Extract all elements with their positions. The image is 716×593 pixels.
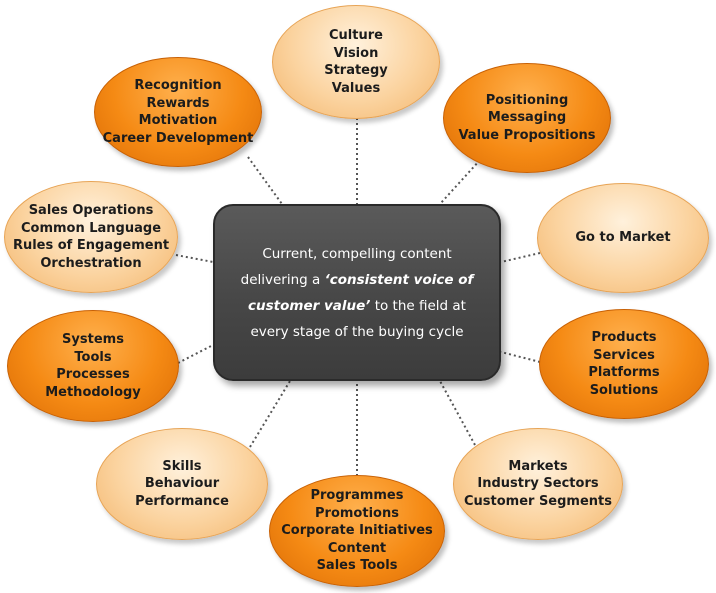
node-label: Systems <box>62 332 124 347</box>
node-label: Career Development <box>102 130 254 146</box>
node-markets-text: Markets Industry Sectors Customer Segmen… <box>464 458 612 511</box>
center-text-segment: Current, compelling content <box>262 245 452 262</box>
connector-systems <box>177 344 214 364</box>
node-label: Value Propositions <box>458 127 596 143</box>
center-line-3: customer value’ to the field at <box>223 293 491 319</box>
node-label: Performance <box>135 493 229 509</box>
node-recognition: Recognition Rewards Motivation Career De… <box>94 57 262 167</box>
node-label: Behaviour <box>144 476 220 492</box>
node-label: Programmes <box>310 488 404 504</box>
node-label: Industry Sectors <box>477 476 599 492</box>
node-go-to-market: Go to Market <box>537 183 709 293</box>
center-text-segment: to the field at <box>370 297 466 314</box>
node-label: Products <box>591 330 657 345</box>
center-message-box: Current, compelling content delivering a… <box>213 204 501 381</box>
center-text-segment: delivering a <box>240 271 325 288</box>
node-label: Messaging <box>487 110 567 126</box>
connector-skills <box>249 380 291 448</box>
node-positioning-text: Positioning Messaging Value Propositions <box>458 92 595 145</box>
node-products-text: Products Services Platforms Solutions <box>588 329 659 399</box>
connector-positioning <box>439 159 481 205</box>
connector-products <box>500 351 541 363</box>
node-label: Services <box>593 347 655 363</box>
node-label: Rewards <box>146 95 210 111</box>
node-label: Rules of Engagement <box>12 238 170 253</box>
node-label: Common Language <box>20 220 162 236</box>
center-emphasis: ‘consistent voice of <box>324 271 474 288</box>
node-label: Content <box>327 540 387 556</box>
node-label: Strategy <box>324 63 388 78</box>
node-systems: Systems Tools Processes Methodology <box>7 310 179 422</box>
node-products: Products Services Platforms Solutions <box>539 309 709 419</box>
node-label: Orchestration <box>40 255 142 271</box>
node-markets: Markets Industry Sectors Customer Segmen… <box>453 428 623 540</box>
node-label: Processes <box>56 367 130 382</box>
node-skills: Skills Behaviour Performance <box>96 428 268 540</box>
node-culture-text: Culture Vision Strategy Values <box>324 27 388 97</box>
node-systems-text: Systems Tools Processes Methodology <box>45 331 141 401</box>
node-go-to-market-text: Go to Market <box>575 229 670 247</box>
node-label: Sales Tools <box>316 558 398 574</box>
node-label: Skills <box>162 458 202 474</box>
center-line-2: delivering a ‘consistent voice of <box>223 267 491 293</box>
node-label: Markets <box>508 458 568 474</box>
node-positioning: Positioning Messaging Value Propositions <box>443 63 611 173</box>
node-label: Vision <box>333 45 379 61</box>
node-sales-ops-text: Sales Operations Common Language Rules o… <box>13 202 169 272</box>
node-programmes: Programmes Promotions Corporate Initiati… <box>269 475 445 587</box>
node-label: Tools <box>74 349 112 365</box>
node-label: Go to Market <box>575 230 671 246</box>
connector-go-to-market <box>500 252 541 263</box>
center-emphasis: customer value’ <box>248 297 371 314</box>
node-recognition-text: Recognition Rewards Motivation Career De… <box>103 77 254 147</box>
node-label: Promotions <box>315 505 399 521</box>
connector-markets <box>439 380 476 446</box>
node-label: Motivation <box>138 113 218 128</box>
node-programmes-text: Programmes Promotions Corporate Initiati… <box>281 487 433 575</box>
node-label: Corporate Initiatives <box>281 523 433 539</box>
node-label: Solutions <box>589 382 659 398</box>
node-label: Culture <box>329 28 383 43</box>
node-label: Sales Operations <box>28 203 154 218</box>
center-line-4: every stage of the buying cycle <box>223 319 491 345</box>
connector-recognition <box>247 156 283 205</box>
node-label: Customer Segments <box>463 493 613 509</box>
node-label: Platforms <box>588 365 660 380</box>
node-label: Methodology <box>45 384 141 400</box>
connector-sales-ops <box>175 254 214 263</box>
node-label: Values <box>331 80 381 96</box>
center-line-1: Current, compelling content <box>223 241 491 267</box>
node-label: Recognition <box>134 78 222 93</box>
node-skills-text: Skills Behaviour Performance <box>135 458 229 511</box>
node-culture: Culture Vision Strategy Values <box>272 5 440 119</box>
center-message: Current, compelling content delivering a… <box>223 241 491 345</box>
node-label: Positioning <box>485 92 569 108</box>
center-text-segment: every stage of the buying cycle <box>250 323 464 340</box>
node-sales-ops: Sales Operations Common Language Rules o… <box>4 181 178 293</box>
